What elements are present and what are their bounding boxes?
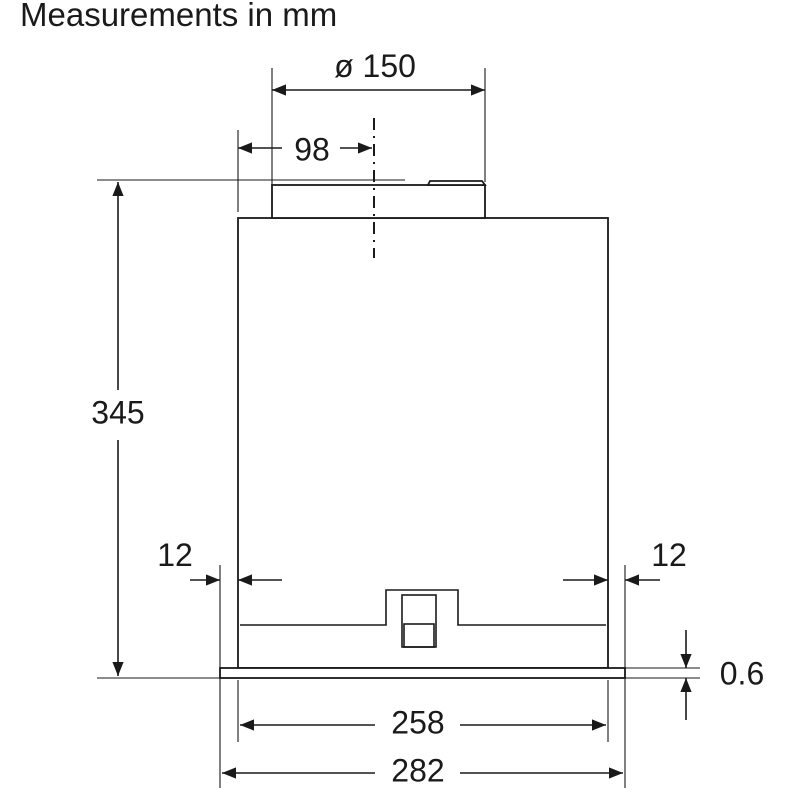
- bottom-panel-outline: [240, 589, 606, 626]
- label-left-margin: 12: [157, 537, 193, 573]
- label-outer-width: 282: [391, 752, 444, 788]
- connector-tab: [426, 180, 487, 186]
- control-knob: [403, 623, 435, 648]
- label-inner-width: 258: [391, 704, 444, 740]
- frame-plate: [219, 667, 626, 679]
- label-frame-thickness: 0.6: [720, 655, 764, 691]
- duct-connector: [271, 184, 486, 219]
- label-right-margin: 12: [651, 537, 687, 573]
- diagram-title: Measurements in mm: [20, 0, 337, 33]
- label-duct-offset: 98: [294, 131, 330, 167]
- label-duct-diameter: ø 150: [334, 48, 416, 84]
- hood-housing: [237, 217, 609, 669]
- label-height: 345: [91, 394, 144, 430]
